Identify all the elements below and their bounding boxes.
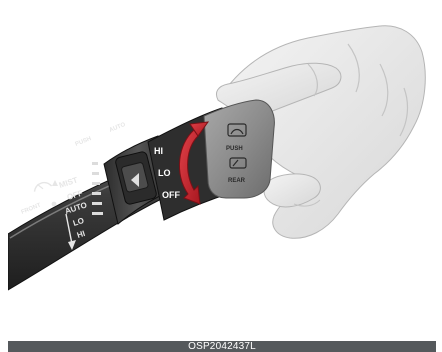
stalk-label-mist: MIST <box>58 175 79 189</box>
wiper-stalk-illustration: PUSH AUTO MIST FRONT OFF AUTO LO HI <box>8 4 436 341</box>
switch-label-lo: LO <box>158 168 171 178</box>
switch-label-off: OFF <box>162 190 180 200</box>
figure-caption: OSP2042437L <box>8 341 436 352</box>
button-label-push: PUSH <box>226 146 243 152</box>
front-wiper-icon <box>33 180 52 191</box>
stalk-label-push-small: PUSH <box>75 136 93 148</box>
stalk-label-front: FRONT <box>21 202 43 215</box>
illustration-frame: PUSH AUTO MIST FRONT OFF AUTO LO HI <box>8 4 436 341</box>
wiper-stalk <box>8 100 274 290</box>
position-dot-icon <box>52 202 57 207</box>
button-label-rear: REAR <box>228 178 246 184</box>
switch-label-hi: HI <box>154 146 163 156</box>
stalk-label-auto-top: AUTO <box>109 122 127 134</box>
